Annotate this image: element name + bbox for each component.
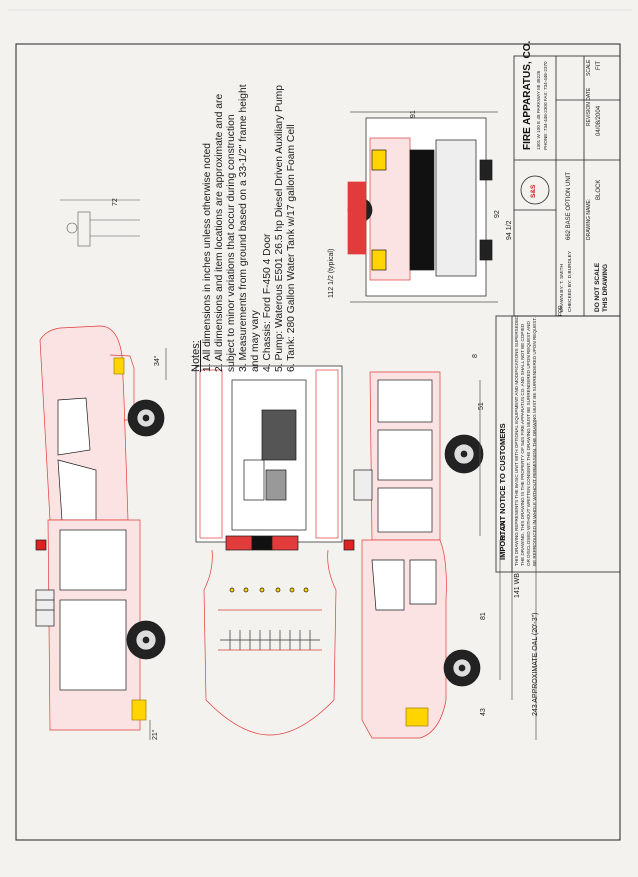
note-item-6: 4. Chassis: Ford F-450 4 Door [262, 233, 273, 373]
dim-overhang-43: 43 [480, 708, 487, 716]
dim-oal: 243 APPROXIMATE OAL (20'-3") [532, 612, 539, 716]
title-block [495, 55, 621, 573]
revision-label: REVISION DATE [586, 87, 592, 126]
note-item-5: and may vary [250, 310, 261, 372]
company-logo-text: S&S [530, 184, 537, 198]
rear-view [347, 111, 498, 303]
dim-comp-51: 51 [478, 402, 485, 410]
dim-angle-34: 34° [154, 355, 161, 366]
left-side-view [35, 325, 167, 740]
dim-width-94: 94 1/2 [506, 220, 513, 240]
right-side-view [343, 371, 537, 740]
notice-title: IMPORTANT NOTICE TO CUSTOMERS [498, 423, 507, 560]
notes-title: Notes: [190, 340, 202, 372]
dim-wb: 141 WB [514, 573, 521, 598]
person-silhouette [60, 199, 140, 247]
dim-comp-8: 8 [472, 354, 479, 358]
disclaimer-1: DO NOT SCALE [594, 262, 601, 312]
disclaimer-2: THIS DRAWING [602, 263, 609, 312]
company-address: 1301 W 100 E 48 PARKWAY MI 48226 [536, 70, 541, 150]
revision-date: 04/08/2004 [596, 105, 602, 136]
note-item-8: 6. Tank: 280 Gallon Water Tank w/17 gall… [286, 124, 297, 372]
notice-line-4: BE REPRODUCED IN WHOLE WITHOUT PERMISSIO… [532, 317, 537, 566]
top-view [195, 365, 343, 736]
scale-value: FIT [596, 61, 602, 70]
notice-line-2: THE DRAWING. THIS DRAWING IS THE PROPERT… [520, 323, 525, 566]
note-item-4: 3. Measurements from ground based on a 3… [238, 84, 249, 372]
checked-by: CHECKED BY: D.BURDLEY [568, 250, 573, 312]
dim-wb-81: 81 [480, 612, 487, 620]
notice-line-3: OR DISCLOSED WITHOUT WRITTEN CONSENT. TH… [526, 321, 531, 566]
notice-line-1: THIS DRAWING REPRESENTS THE BASIC UNIT W… [514, 315, 519, 566]
dim-angle-21: 21° [152, 729, 159, 740]
drawn-by: DRAWN BY: T. SMITH [560, 264, 565, 312]
note-item-7: 5. Pump: Waterous E501 26.5 hp Diesel Dr… [274, 85, 285, 372]
drawing-title: 662 BASE OPTION UNIT [566, 171, 572, 240]
dim-total-width: 92 [494, 210, 501, 218]
note-item-1: 1. All dimensions in inches unless other… [202, 143, 213, 372]
company-phone: PHONE: 734-446-2300 FAX: 734-446-2370 [543, 61, 548, 150]
dim-rear-112: 112 1/2 (typical) [328, 248, 335, 298]
scale-label: SCALE [586, 59, 592, 76]
drawing-name: BLOCK [596, 179, 602, 200]
company-name: FIRE APPARATUS, CO. [522, 40, 533, 150]
note-item-2: 2. All dimensions and item locations are… [214, 93, 225, 372]
note-item-3: subject to minor variations that occur d… [226, 114, 237, 372]
dim-rear-height: 91 [410, 110, 417, 118]
drawing-name-label: DRAWING NAME: [586, 198, 592, 240]
dim-person-height: 72 [112, 198, 119, 206]
